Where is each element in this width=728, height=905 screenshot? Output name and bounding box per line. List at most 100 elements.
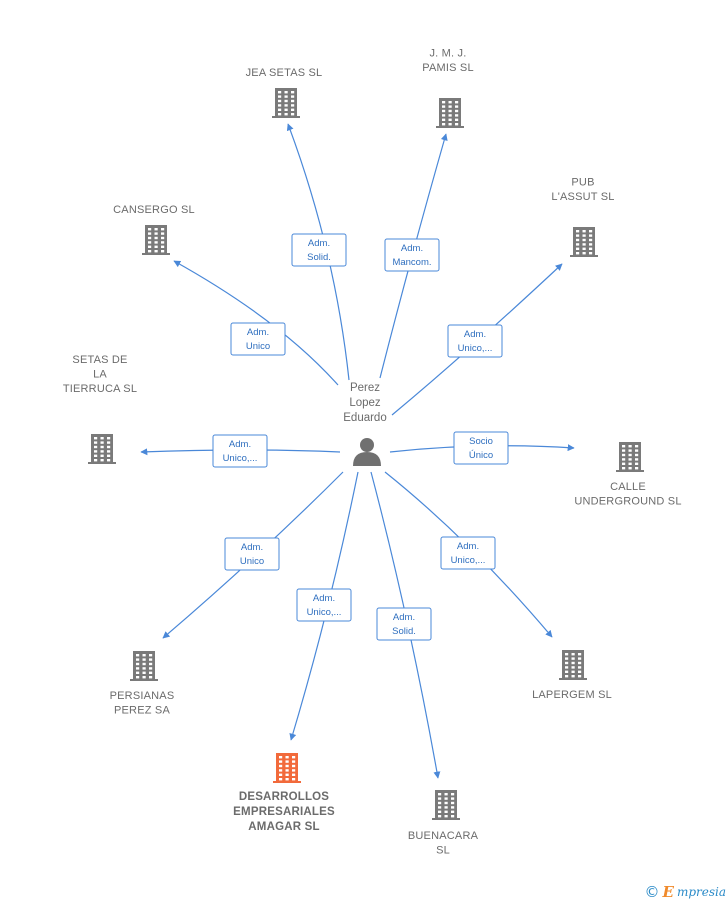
building-window	[438, 797, 442, 800]
building-window	[571, 661, 575, 665]
buenacara-building-icon[interactable]	[432, 790, 460, 820]
building-window	[94, 445, 98, 449]
building-window	[278, 99, 282, 103]
building-window	[635, 449, 639, 452]
company-label-jmj-pamis[interactable]: J. M. J.PAMIS SL	[422, 48, 474, 75]
building-window	[438, 810, 442, 813]
jmj-pamis-building-icon[interactable]	[436, 98, 464, 128]
lapergem-building-icon[interactable]	[559, 650, 587, 680]
building-window	[448, 101, 452, 104]
building-window	[444, 806, 448, 809]
role-text: Unico,...	[458, 343, 493, 354]
building-window	[278, 108, 282, 111]
building-window	[136, 654, 140, 657]
jea-setas-building-icon[interactable]	[272, 88, 300, 118]
role-text: Adm.	[457, 541, 479, 552]
persianas-perez-building-icon[interactable]	[130, 651, 158, 681]
building-window	[291, 108, 295, 111]
role-badge-cansergo[interactable]: Adm.Unico	[230, 322, 286, 356]
building-window	[589, 234, 593, 237]
building-base	[436, 126, 464, 128]
pub-lassut-building-icon[interactable]	[570, 227, 598, 257]
relation-edge-cansergo	[173, 260, 339, 386]
building-window	[444, 815, 448, 818]
desarrollos-amagar-building-icon[interactable]	[273, 753, 301, 783]
cansergo-building-icon[interactable]	[142, 225, 170, 255]
building-window	[455, 114, 459, 117]
role-badge-lapergem[interactable]: Adm.Unico,...	[440, 536, 496, 570]
building-window	[571, 657, 575, 660]
role-badge-setas-tierruca[interactable]: Adm.Unico,...	[212, 434, 268, 468]
building-window	[278, 113, 282, 116]
building-window	[148, 228, 152, 231]
company-label-jea-setas[interactable]: JEA SETAS SL	[246, 67, 323, 79]
building-window	[136, 676, 140, 679]
building-window	[279, 769, 283, 772]
building-window	[578, 675, 582, 678]
role-badge-jea-setas[interactable]: Adm.Solid.	[291, 233, 347, 267]
company-label-cansergo[interactable]: CANSERGO SL	[113, 204, 195, 216]
building-window	[628, 449, 632, 452]
building-window	[149, 654, 153, 657]
building-window	[635, 467, 639, 470]
building-window	[278, 104, 282, 107]
calle-underground-building-icon[interactable]	[616, 442, 644, 472]
building-window	[589, 230, 593, 233]
building-window	[451, 815, 455, 818]
role-badge-desarrollos-amagar[interactable]: Adm.Unico,...	[296, 588, 352, 622]
building-window	[576, 243, 580, 246]
building-window	[161, 232, 165, 235]
role-badge-box	[230, 322, 286, 356]
building-window	[622, 458, 626, 461]
building-window	[451, 793, 455, 796]
building-window	[291, 95, 295, 98]
role-badge-jmj-pamis[interactable]: Adm.Mancom.	[384, 238, 440, 272]
building-window	[161, 241, 165, 244]
building-window	[94, 441, 98, 444]
company-label-lapergem[interactable]: LAPERGEM SL	[532, 689, 612, 701]
building-window	[444, 810, 448, 813]
building-base	[142, 253, 170, 255]
building-window	[451, 801, 455, 805]
role-badge-box	[224, 537, 280, 571]
building-window	[149, 667, 153, 670]
building-window	[291, 113, 295, 116]
company-name-line: JEA SETAS SL	[246, 67, 323, 79]
building-window	[582, 252, 586, 255]
building-window	[142, 671, 146, 674]
company-name-line: BUENACARA	[408, 830, 479, 842]
role-badge-buenacara[interactable]: Adm.Solid.	[376, 607, 432, 641]
building-window	[292, 769, 296, 772]
company-name-line: UNDERGROUND SL	[574, 496, 681, 508]
setas-tierruca-building-icon[interactable]	[88, 434, 116, 464]
role-text: Adm.	[401, 243, 423, 254]
building-window	[278, 95, 282, 98]
brand-name: mpresia	[676, 885, 726, 899]
building-window	[148, 236, 152, 240]
building-window	[576, 230, 580, 233]
building-window	[142, 658, 146, 661]
building-window	[94, 437, 98, 440]
company-name-line: LAPERGEM SL	[532, 689, 612, 701]
building-window	[622, 449, 626, 452]
role-badge-persianas-perez[interactable]: Adm.Unico	[224, 537, 280, 571]
building-window	[107, 441, 111, 444]
role-text: Unico,...	[223, 453, 258, 464]
role-badge-pub-lassut[interactable]: Adm.Unico,...	[447, 324, 503, 358]
role-text: Adm.	[241, 542, 263, 553]
building-window	[278, 91, 282, 94]
building-window	[100, 450, 104, 453]
building-window	[451, 806, 455, 809]
building-window	[451, 810, 455, 813]
company-name-line: PERSIANAS	[110, 690, 175, 702]
copyright-icon: ©	[644, 883, 660, 901]
